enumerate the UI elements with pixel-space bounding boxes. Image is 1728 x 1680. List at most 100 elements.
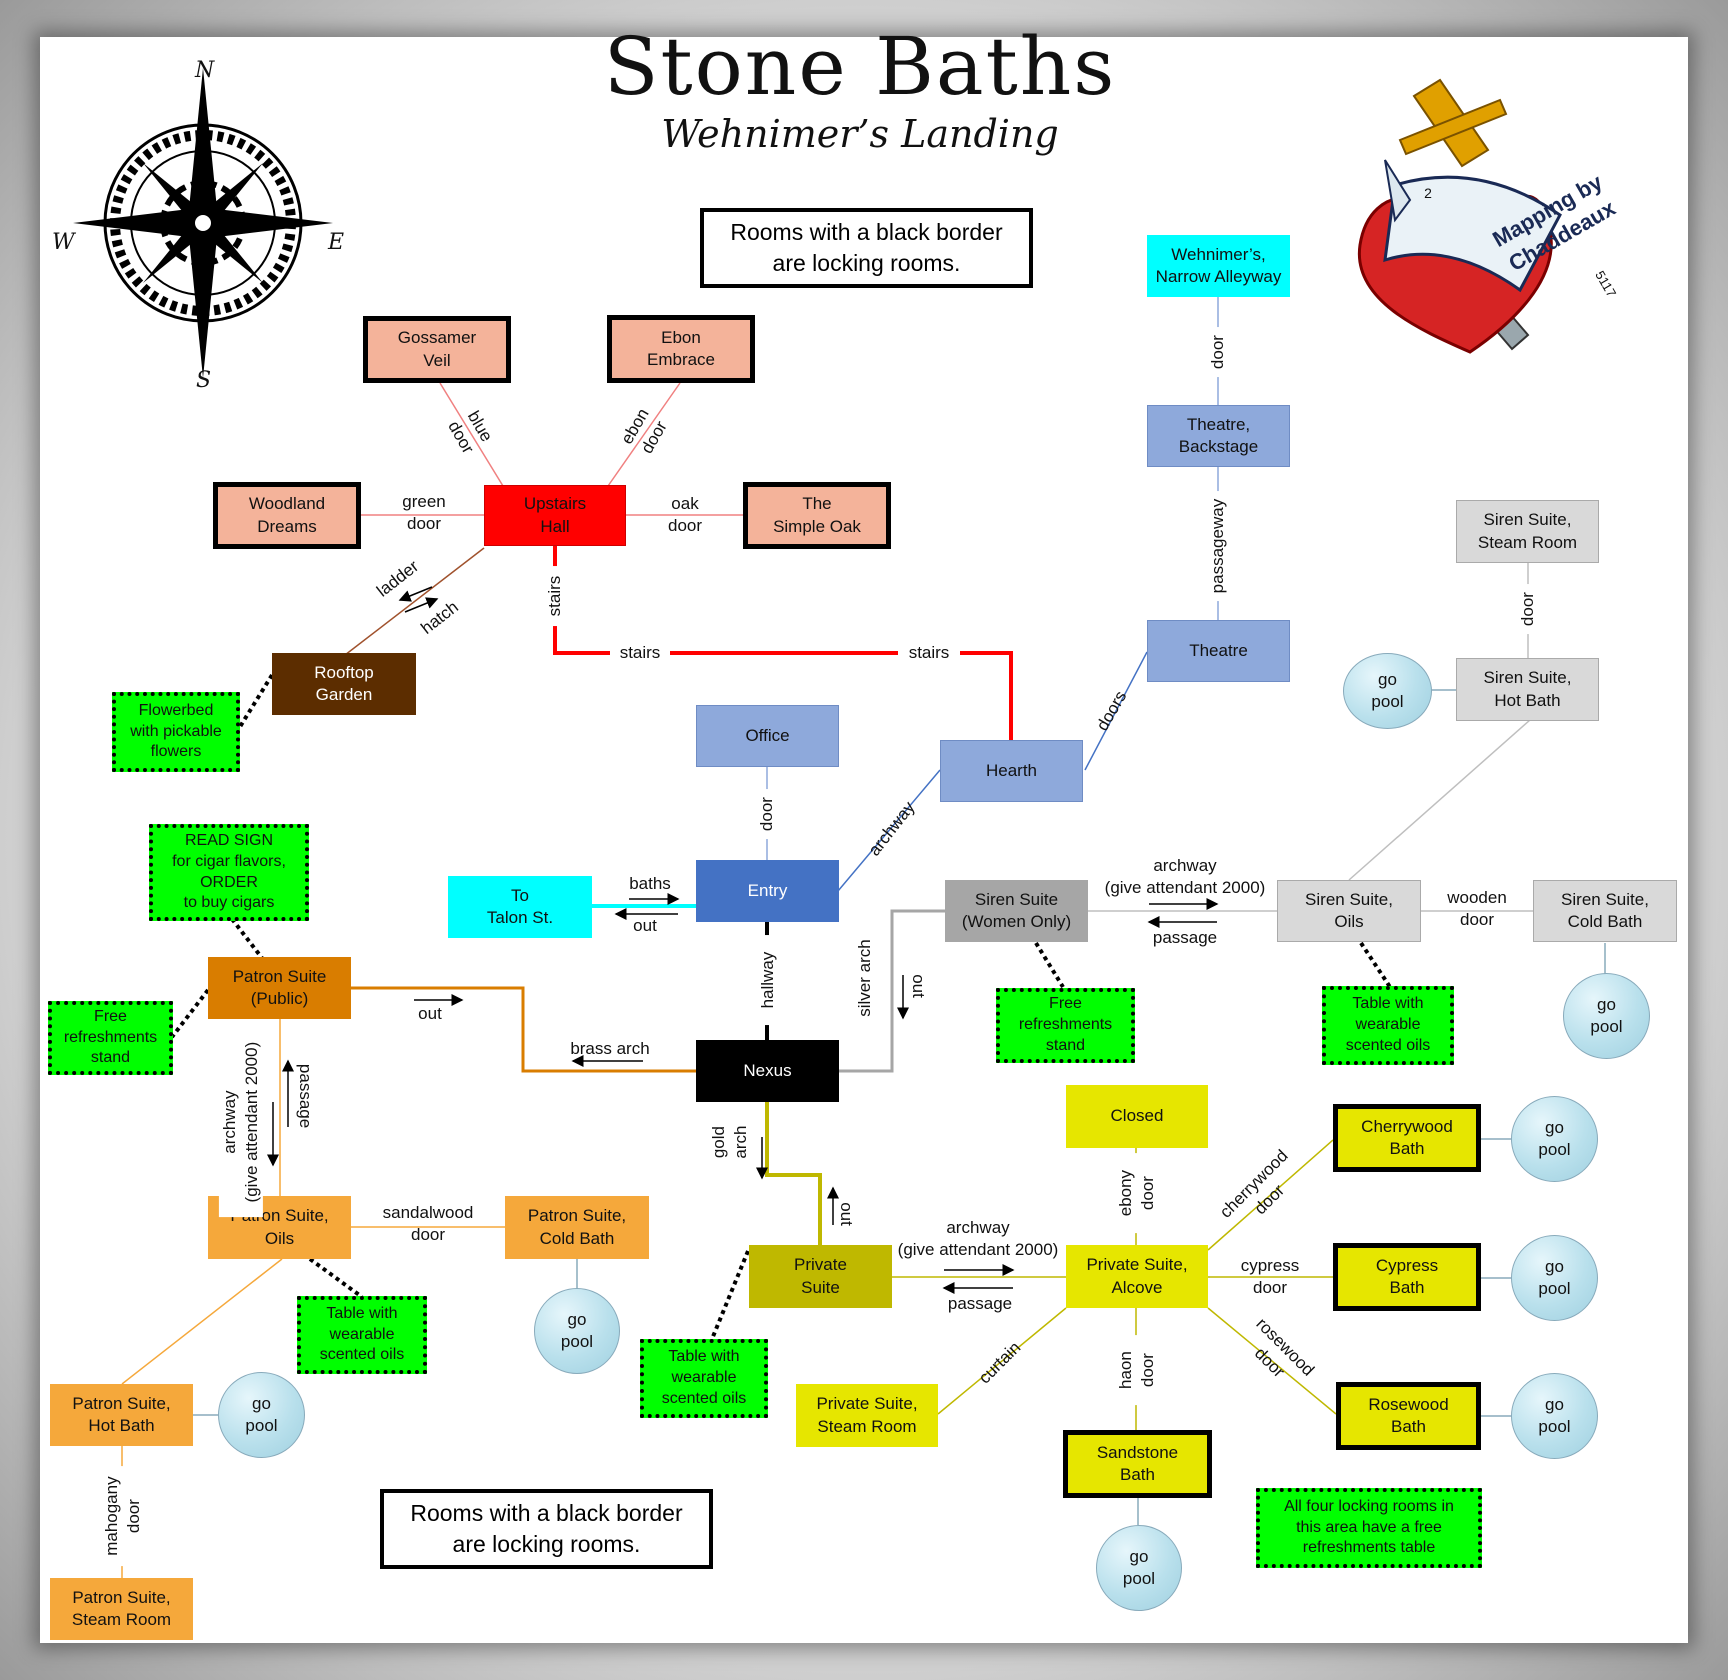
label-private-passage: passage bbox=[947, 1294, 1013, 1313]
line-rosewood bbox=[1207, 1307, 1337, 1415]
room-private-steam[interactable]: Private Suite, Steam Room bbox=[796, 1384, 938, 1447]
label-stairs-vertical: stairs bbox=[543, 566, 567, 627]
room-siren-steam[interactable]: Siren Suite, Steam Room bbox=[1456, 500, 1599, 563]
pool-rosewood[interactable]: go pool bbox=[1511, 1373, 1598, 1459]
room-cherrywood-bath[interactable]: Cherrywood Bath bbox=[1333, 1104, 1481, 1172]
label-patron-archway: archway (give attendant 2000) bbox=[218, 1027, 264, 1218]
dagger-heart-badge-icon bbox=[1357, 78, 1562, 354]
dot-cigar bbox=[230, 917, 264, 960]
room-closed: Closed bbox=[1066, 1085, 1208, 1148]
compass-east-label: E bbox=[328, 230, 345, 255]
label-brass-arch: brass arch bbox=[570, 1039, 650, 1058]
badge-number: 2 bbox=[1424, 185, 1432, 201]
room-siren-oils[interactable]: Siren Suite, Oils bbox=[1277, 880, 1421, 942]
label-oak-door: oak door bbox=[667, 494, 703, 536]
label-gold-arch: gold arch bbox=[708, 1125, 750, 1159]
dot-private-table bbox=[710, 1250, 750, 1340]
room-siren-hot[interactable]: Siren Suite, Hot Bath bbox=[1456, 658, 1599, 721]
compass-rose-icon bbox=[73, 68, 333, 378]
room-simple-oak[interactable]: The Simple Oak bbox=[743, 482, 891, 549]
legend-bottom: Rooms with a black border are locking ro… bbox=[380, 1489, 713, 1569]
line-theatre-hearth bbox=[1084, 651, 1148, 771]
line-ebon bbox=[607, 382, 681, 487]
note-siren-refreshments: Free refreshments stand bbox=[996, 988, 1135, 1063]
pool-cypress[interactable]: go pool bbox=[1511, 1235, 1598, 1321]
label-private-archway: archway (give attendant 2000) bbox=[897, 1218, 1059, 1260]
label-baths: baths bbox=[629, 874, 671, 893]
label-green-door: green door bbox=[402, 492, 446, 534]
line-siren-hot-oils bbox=[1348, 719, 1531, 881]
room-private-suite[interactable]: Private Suite bbox=[749, 1245, 892, 1308]
arrow-hatch bbox=[404, 597, 439, 613]
room-narrow-alleyway[interactable]: Wehnimer’s, Narrow Alleyway bbox=[1147, 235, 1290, 297]
room-private-alcove[interactable]: Private Suite, Alcove bbox=[1066, 1245, 1208, 1308]
label-out-talon: out bbox=[633, 916, 657, 935]
label-passageway: passageway bbox=[1206, 491, 1230, 602]
room-rooftop-garden[interactable]: Rooftop Garden bbox=[272, 653, 416, 715]
label-haon-door: haon door bbox=[1114, 1335, 1160, 1406]
pool-siren-cold[interactable]: go pool bbox=[1563, 973, 1650, 1059]
room-nexus[interactable]: Nexus bbox=[696, 1040, 839, 1102]
room-theatre[interactable]: Theatre bbox=[1147, 620, 1290, 682]
compass-west-label: W bbox=[52, 230, 75, 255]
line-patron-hot bbox=[121, 1258, 283, 1385]
room-patron-cold[interactable]: Patron Suite, Cold Bath bbox=[505, 1196, 649, 1259]
label-out-private: out bbox=[837, 1202, 857, 1226]
note-patron-oils-table: Table with wearable scented oils bbox=[297, 1296, 427, 1374]
room-rosewood-bath[interactable]: Rosewood Bath bbox=[1336, 1382, 1481, 1450]
room-talon-st[interactable]: To Talon St. bbox=[448, 876, 592, 938]
room-woodland-dreams[interactable]: Woodland Dreams bbox=[213, 482, 361, 549]
line-gold bbox=[765, 1102, 822, 1245]
label-out-siren: out bbox=[909, 974, 929, 998]
legend-top: Rooms with a black border are locking ro… bbox=[700, 208, 1033, 288]
note-siren-oils-table: Table with wearable scented oils bbox=[1322, 986, 1454, 1065]
note-locking-refreshments: All four locking rooms in this area have… bbox=[1256, 1488, 1482, 1568]
line-cherry bbox=[1207, 1139, 1334, 1251]
line-curtain bbox=[937, 1307, 1067, 1415]
label-wooden-door: wooden door bbox=[1447, 888, 1507, 930]
room-ebon-embrace[interactable]: Ebon Embrace bbox=[607, 315, 755, 383]
note-private-oils-table: Table with wearable scented oils bbox=[640, 1339, 768, 1418]
room-patron-public[interactable]: Patron Suite (Public) bbox=[208, 957, 351, 1019]
dot-patron-refresh bbox=[170, 988, 210, 1039]
arrow-ladder bbox=[398, 586, 433, 602]
pool-patron-hot[interactable]: go pool bbox=[218, 1372, 305, 1458]
label-siren-passage: passage bbox=[1152, 928, 1218, 947]
pool-patron-cold[interactable]: go pool bbox=[534, 1288, 620, 1374]
map-subtitle: Wehnimer’s Landing bbox=[661, 112, 1059, 156]
note-flowerbed: Flowerbed with pickable flowers bbox=[112, 692, 240, 772]
room-office[interactable]: Office bbox=[696, 705, 839, 767]
dot-flowerbed bbox=[236, 673, 274, 732]
line-hearth-entry bbox=[837, 769, 941, 892]
room-cypress-bath[interactable]: Cypress Bath bbox=[1333, 1243, 1481, 1311]
compass-south-label: S bbox=[196, 368, 212, 393]
room-siren-cold[interactable]: Siren Suite, Cold Bath bbox=[1533, 880, 1677, 942]
label-ebony-door: ebony door bbox=[1114, 1153, 1160, 1234]
room-hearth[interactable]: Hearth bbox=[940, 740, 1083, 802]
room-sandstone-bath[interactable]: Sandstone Bath bbox=[1063, 1430, 1212, 1498]
room-siren-women[interactable]: Siren Suite (Women Only) bbox=[945, 880, 1088, 942]
room-upstairs-hall[interactable]: Upstairs Hall bbox=[484, 485, 626, 546]
label-hallway: hallway bbox=[756, 935, 780, 1026]
dot-siren-table bbox=[1359, 941, 1392, 989]
line-brass bbox=[351, 986, 696, 1073]
room-gossamer-veil[interactable]: Gossamer Veil bbox=[363, 316, 511, 383]
label-silver-arch: silver arch bbox=[854, 939, 874, 1017]
label-mahogany-door: mahogany door bbox=[100, 1466, 146, 1567]
label-cypress-door: cypress door bbox=[1240, 1256, 1300, 1298]
pool-siren-hot[interactable]: go pool bbox=[1343, 653, 1432, 729]
room-patron-hot[interactable]: Patron Suite, Hot Bath bbox=[50, 1384, 193, 1446]
label-stairs-a: stairs bbox=[610, 642, 670, 665]
label-out-patron: out bbox=[418, 1004, 442, 1023]
label-alley-door: door bbox=[1206, 327, 1230, 378]
map-title: Stone Baths bbox=[603, 20, 1117, 113]
pool-cherrywood[interactable]: go pool bbox=[1511, 1096, 1598, 1182]
line-gossamer bbox=[439, 382, 504, 487]
label-office-door: door bbox=[755, 789, 779, 840]
room-theatre-backstage[interactable]: Theatre, Backstage bbox=[1147, 405, 1290, 467]
label-sandalwood-door: sandalwood door bbox=[382, 1203, 474, 1245]
label-patron-passage: passage bbox=[296, 1063, 316, 1129]
pool-sandstone[interactable]: go pool bbox=[1096, 1525, 1182, 1611]
room-entry[interactable]: Entry bbox=[696, 860, 839, 922]
room-patron-steam[interactable]: Patron Suite, Steam Room bbox=[50, 1578, 193, 1640]
